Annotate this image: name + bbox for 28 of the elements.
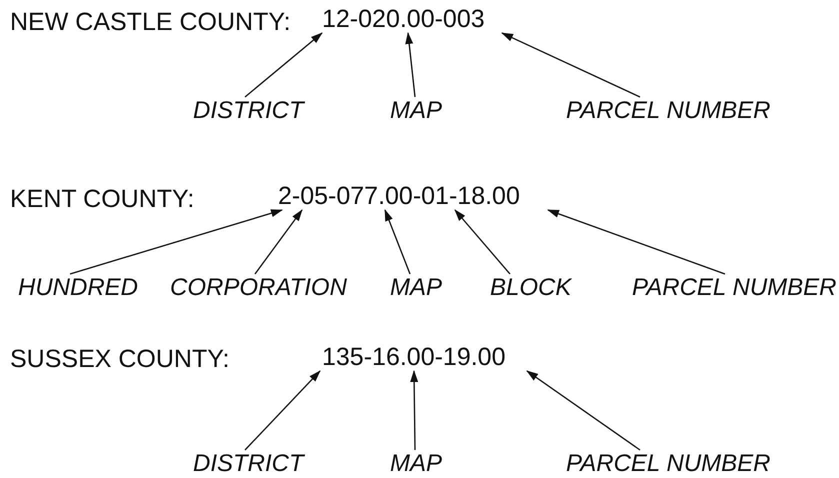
part-label: HUNDRED	[18, 276, 138, 300]
leader-arrow	[410, 370, 418, 450]
leader-arrow	[384, 209, 411, 274]
leader-arrow	[526, 370, 640, 451]
part-label: PARCEL NUMBER	[566, 452, 770, 476]
part-label: MAP	[390, 99, 442, 123]
part-label: MAP	[390, 452, 442, 476]
parcel-number: 135-16.00-19.00	[322, 345, 506, 370]
part-label: CORPORATION	[170, 276, 347, 300]
part-label: DISTRICT	[193, 99, 304, 123]
leader-arrow	[244, 370, 321, 450]
part-label: PARCEL NUMBER	[566, 99, 770, 123]
part-label: MAP	[390, 276, 442, 300]
part-label: DISTRICT	[193, 452, 304, 476]
leader-arrow	[405, 32, 416, 98]
part-label: BLOCK	[490, 276, 572, 300]
county-label: KENT COUNTY:	[10, 187, 194, 212]
part-label: PARCEL NUMBER	[632, 276, 836, 300]
leader-arrow	[501, 32, 640, 98]
leader-arrow	[70, 209, 283, 275]
leader-arrow	[547, 209, 726, 275]
county-label: SUSSEX COUNTY:	[10, 347, 230, 372]
parcel-number: 12-020.00-003	[322, 7, 485, 32]
leader-arrow	[454, 209, 510, 274]
county-label: NEW CASTLE COUNTY:	[10, 10, 291, 35]
leader-arrow	[254, 209, 303, 274]
leader-arrow	[244, 32, 323, 98]
parcel-number: 2-05-077.00-01-18.00	[278, 184, 520, 209]
